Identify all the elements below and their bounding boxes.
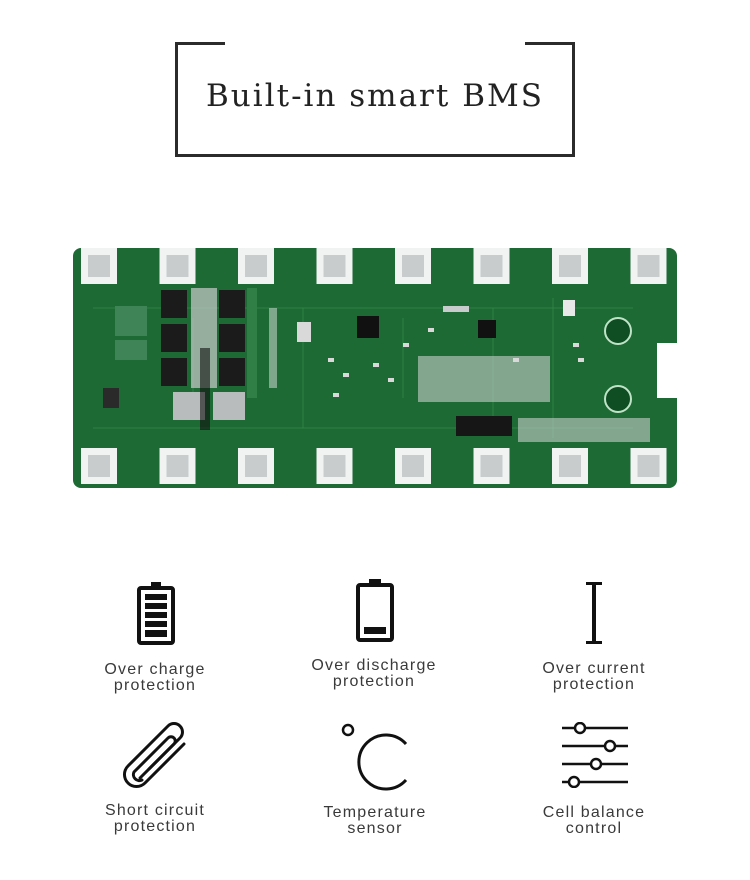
feature-label-line2: control	[565, 820, 623, 837]
feature-temperature: Temperature sensor	[275, 805, 475, 837]
bms-board-image	[73, 248, 677, 488]
feature-label-line2: protection	[113, 677, 197, 694]
feature-label-line2: sensor	[347, 820, 403, 837]
feature-label-line2: protection	[113, 818, 197, 835]
full-battery-icon	[137, 582, 175, 645]
feature-label-line1: Short circuit	[104, 802, 206, 819]
feature-over-current: Over current protection	[494, 661, 694, 693]
sliders-icon	[562, 722, 628, 788]
feature-label-line1: Over current	[542, 660, 646, 677]
feature-label-line1: Over discharge	[311, 657, 437, 674]
feature-label-line1: Cell balance	[542, 804, 646, 821]
feature-label-line1: Temperature	[323, 804, 427, 821]
title-frame	[175, 42, 575, 157]
feature-label-line2: protection	[332, 673, 416, 690]
paperclip-icon	[123, 722, 186, 788]
celsius-icon	[341, 723, 408, 791]
feature-label-line1: Over charge	[104, 661, 206, 678]
feature-short-circuit: Short circuit protection	[55, 803, 255, 835]
feature-label-line2: protection	[552, 676, 636, 693]
current-bar-icon	[586, 582, 602, 644]
feature-over-discharge: Over discharge protection	[274, 658, 474, 690]
feature-over-charge: Over charge protection	[55, 662, 255, 694]
feature-cell-balance: Cell balance control	[494, 805, 694, 837]
page-title: Built-in smart BMS	[206, 78, 544, 114]
low-battery-icon	[356, 579, 394, 642]
